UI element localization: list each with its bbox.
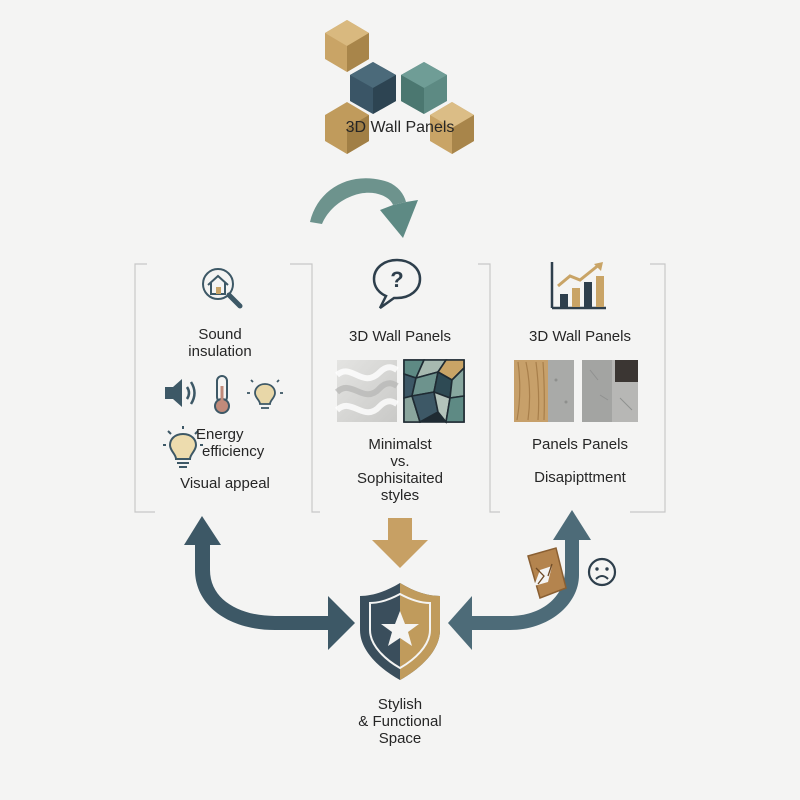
middle-line2: vs. (390, 453, 410, 470)
svg-text:?: ? (390, 267, 403, 292)
outcome-line3: Space (378, 730, 422, 747)
shield-star-icon (360, 583, 440, 680)
energy-line2: efficiency (202, 443, 265, 460)
gold-cube-right (430, 102, 474, 154)
left-curved-arrow (184, 516, 355, 650)
wood-concrete-tile (514, 360, 574, 422)
house-magnifier-icon (202, 268, 243, 309)
geometric-mosaic-tile (403, 359, 465, 424)
energy-label: Energy efficiency (196, 426, 284, 460)
curved-top-arrow (310, 178, 418, 238)
header-title: 3D Wall Panels (345, 119, 455, 136)
right-heading: 3D Wall Panels (529, 328, 631, 345)
broken-tile-icon (527, 547, 567, 599)
question-bubble-icon: ? (372, 258, 422, 310)
visual-appeal-label: Visual appeal (180, 475, 270, 492)
right-line1: Panels Panels (532, 436, 628, 453)
teal-cube (401, 62, 447, 114)
energy-line1: Energy (196, 426, 244, 443)
outcome-label: Stylish & Functional Space (320, 696, 480, 747)
gold-cube-left (325, 102, 369, 154)
lightbulb-icon (163, 426, 203, 468)
middle-line3: Sophisitaited (357, 470, 443, 487)
panel-frames (134, 263, 666, 513)
growth-bar-chart-icon (550, 262, 606, 310)
middle-line4: styles (380, 487, 420, 504)
sound-line2: insulation (188, 343, 252, 360)
middle-line1: Minimalst (368, 436, 432, 453)
gold-cube-top (325, 20, 369, 72)
sad-face-icon (587, 557, 617, 587)
hex-cubes-logo (325, 20, 474, 154)
sound-line1: Sound (198, 326, 242, 343)
middle-heading: 3D Wall Panels (349, 328, 451, 345)
sound-label: Sound insulation (155, 326, 285, 360)
style-comparison-label: Minimalst vs. Sophisitaited styles (320, 436, 480, 504)
slate-cube (350, 62, 396, 114)
minimalist-wave-tile (334, 360, 399, 422)
lightbulb-small-icon (247, 379, 283, 409)
gold-down-arrow (372, 518, 428, 568)
speaker-icon (165, 379, 196, 407)
outcome-line1: Stylish (377, 696, 423, 713)
right-curved-arrow (448, 510, 591, 650)
right-line2: Disapipttment (534, 469, 626, 486)
outcome-line2: & Functional (358, 713, 442, 730)
thermometer-icon (214, 375, 230, 414)
concrete-dark-tile (582, 360, 638, 422)
